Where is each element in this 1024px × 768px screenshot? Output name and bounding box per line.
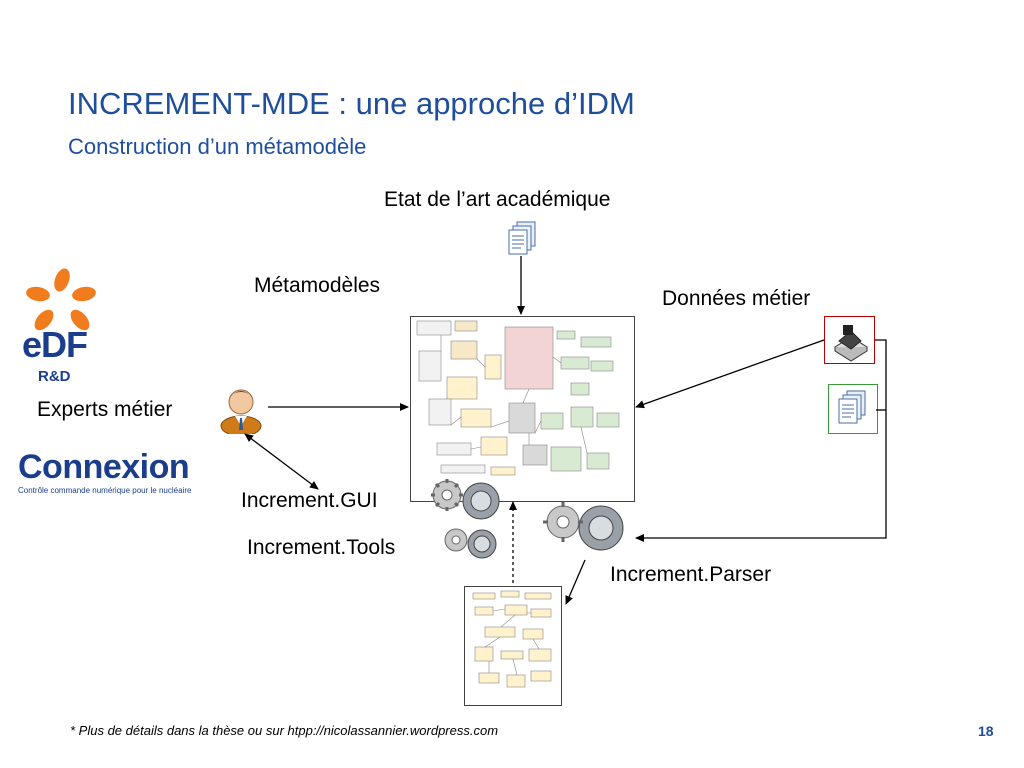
connexion-wordmark: Connexion: [18, 448, 190, 486]
label-increment-tools: Increment.Tools: [247, 536, 396, 559]
label-metamodeles: Métamodèles: [254, 274, 381, 297]
person-icon: [215, 382, 267, 437]
page-subtitle: Construction d’un métamodèle: [68, 134, 367, 159]
page-title: INCREMENT-MDE : une approche d’IDM: [68, 86, 635, 121]
database-icon: [824, 316, 875, 364]
page-number: 18: [978, 723, 994, 739]
output-model-diagram: [464, 586, 562, 706]
document-stack-icon-2: [828, 384, 878, 434]
arrow-data-to-metamodel: [635, 339, 825, 409]
footnote: * Plus de détails dans la thèse ou sur h…: [70, 723, 499, 738]
edf-rd-label: R&D: [38, 368, 71, 385]
arrow-parser-to-output: [565, 559, 586, 605]
label-increment-gui: Increment.GUI: [241, 489, 378, 512]
arrow-loop-to-parser: [635, 339, 887, 542]
gear-icon-tools: [440, 522, 500, 566]
document-stack-icon: [505, 220, 539, 256]
label-donnees-metier: Données métier: [662, 287, 811, 310]
output-uml-icon: [472, 590, 552, 688]
connexion-tagline: Contrôle commande numérique pour le nucl…: [18, 486, 192, 495]
arrow-experts-gui: [244, 433, 319, 490]
gear-icon-parser: [537, 498, 629, 556]
gear-icon-gui: [425, 475, 505, 523]
metamodel-diagram: [410, 316, 635, 502]
edf-logo: eDF R&D: [22, 266, 102, 388]
label-etat-art: Etat de l’art académique: [384, 188, 611, 211]
label-increment-parser: Increment.Parser: [610, 563, 772, 586]
connexion-logo: Connexion Contrôle commande numérique po…: [18, 448, 220, 500]
edf-flower-icon: [26, 268, 96, 331]
label-experts-metier: Experts métier: [37, 398, 173, 421]
edf-wordmark: eDF: [22, 324, 88, 365]
metamodel-uml-icon: [416, 320, 620, 476]
